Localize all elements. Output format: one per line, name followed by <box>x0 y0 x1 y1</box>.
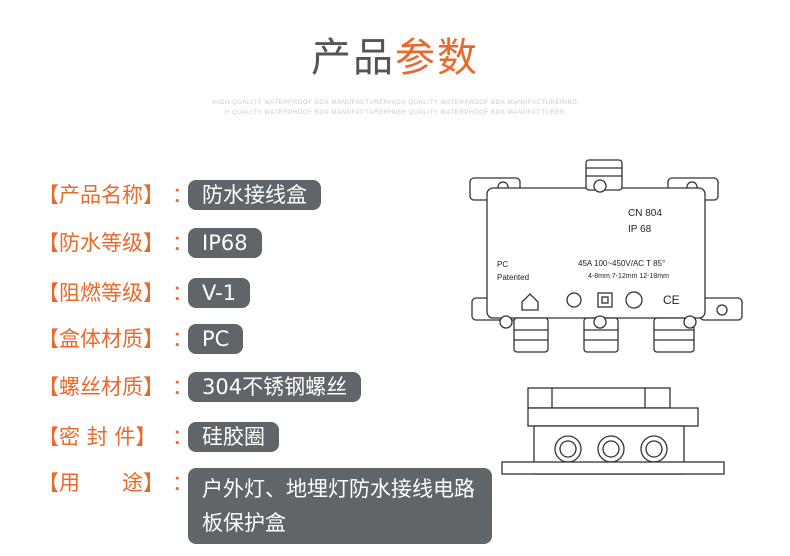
spec-colon: ： <box>172 183 193 207</box>
spec-value: IP68 <box>188 228 262 258</box>
double-insulation-icon <box>597 292 613 308</box>
spec-colon: ： <box>172 327 193 351</box>
spec-label: 【阻燃等级】 <box>38 281 164 305</box>
spec-value: 304不锈钢螺丝 <box>188 372 362 402</box>
spec-value: 户外灯、地埋灯防水接线电路板保护盒 <box>188 468 492 544</box>
spec-colon: ： <box>172 231 193 255</box>
lid-side-view <box>527 387 671 409</box>
ce-mark-icon: CE <box>663 293 680 307</box>
spec-value: 防水接线盒 <box>188 180 321 210</box>
marking-cable-range: 4-8mm 7-12mm 12-18mm <box>588 273 669 280</box>
title-part-1: 产品 <box>311 35 395 81</box>
mounting-ear <box>699 297 743 321</box>
spec-colon: ： <box>172 375 193 399</box>
spec-label: 【密 封 件】 <box>38 425 157 449</box>
cable-gland <box>653 317 695 353</box>
spec-value: V-1 <box>188 278 251 308</box>
title-part-2: 参数 <box>395 35 479 81</box>
spec-label: 【用 途】 <box>38 471 164 495</box>
mounting-flange <box>501 461 725 475</box>
spec-label: 【产品名称】 <box>38 183 164 207</box>
spec-label: 【防水等级】 <box>38 231 164 255</box>
spec-label: 【盒体材质】 <box>38 327 164 351</box>
tagline-line-2: H QUALITY WATERPROOF BOX MANUFACTURERHIG… <box>224 110 565 116</box>
marking-electrical: 45A 100~450V/AC T 85° <box>578 259 665 268</box>
tagline-line-1: HIGH QUALITY WATERPROOF BOX MANUFACTURER… <box>212 100 578 106</box>
cable-gland <box>513 317 549 353</box>
ccc-mark-icon <box>625 291 643 309</box>
spec-colon: ： <box>172 425 193 449</box>
spec-value: 硅胶圈 <box>188 422 279 452</box>
screw-hole <box>716 304 728 316</box>
spec-value: PC <box>188 324 244 354</box>
marking-rating: IP 68 <box>628 224 652 235</box>
marking-patent: Patented <box>497 273 529 282</box>
spec-colon: ： <box>172 471 193 495</box>
page-title: 产品参数 <box>0 30 790 86</box>
home-icon <box>521 293 539 311</box>
marking-model: CN 804 <box>628 208 662 219</box>
spec-colon: ： <box>172 281 193 305</box>
marking-material: PC <box>497 260 508 269</box>
recycle-icon <box>566 292 582 308</box>
spec-label: 【螺丝材质】 <box>38 375 164 399</box>
